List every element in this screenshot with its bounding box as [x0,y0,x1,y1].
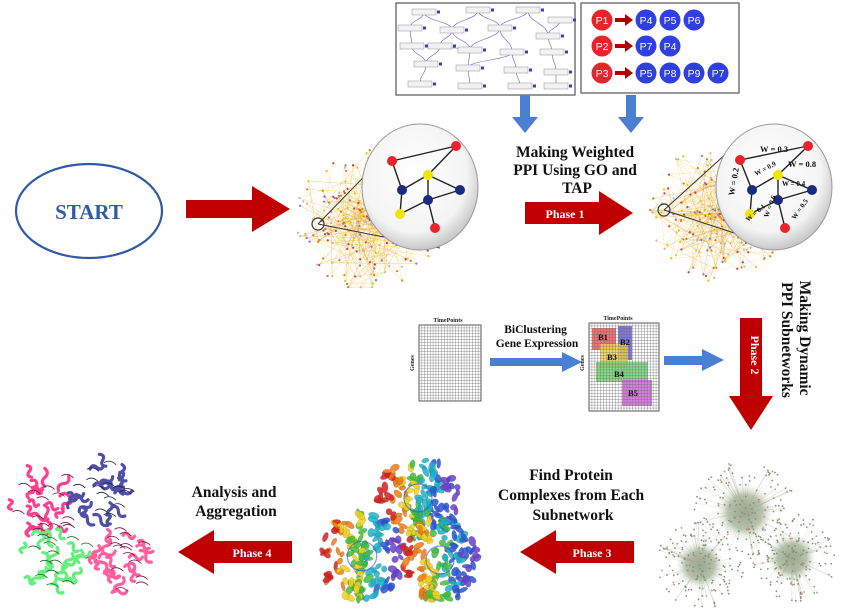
tap-bait-node: P3 [591,62,613,84]
phase-4-arrow: Phase 4 [178,530,292,574]
subnetwork [658,521,744,608]
matrix-to-phase2-arrow [664,349,724,371]
matrix-top-label: TimePoints [433,318,463,324]
svg-text:P9: P9 [688,68,701,80]
protein-structure [65,452,135,528]
tap-bait-node: P1 [591,9,613,31]
go-down-arrow [512,95,538,133]
weight-label: W = 0.4 [782,180,806,188]
biclustering-label: BiClustering Gene Expression [496,324,579,350]
weight-label: W = 0.3 [760,144,788,154]
protein-structure [87,527,155,596]
tap-prey-node: P5 [659,9,681,31]
phase-3-label: Phase 3 [573,546,612,560]
tap-link-arrow [615,44,626,48]
find-complexes-label: Find Protein Complexes from Each Subnetw… [498,467,648,524]
matrix-side-label: Genes [410,355,416,371]
svg-text:P4: P4 [640,15,653,27]
phase-1-label: Phase 1 [546,207,585,221]
biclustering-step: BiClustering Gene Expression [490,324,582,372]
start-to-network-arrow [186,186,290,232]
weighted-ppi-label: Making Weighted PPI Using GO and TAP [513,144,640,197]
biclustered-matrix: TimePoints Genes B1 B2 B3 B4 B5 [580,316,660,412]
subnetwork [693,463,794,564]
tap-link-arrow [615,71,626,75]
svg-text:P7: P7 [640,41,653,53]
ppi-zoom-lens [361,123,479,251]
analysis-step: Analysis and Aggregation Phase 4 [178,484,292,574]
phase-1-arrow: Phase 1 [525,191,633,235]
start-node: START [14,162,164,260]
svg-text:P1: P1 [596,15,609,27]
matrix-side-label: Genes [580,355,586,371]
phase-4-label: Phase 4 [233,546,272,560]
svg-text:P2: P2 [596,41,609,53]
tap-link-arrow [615,18,626,22]
svg-text:P4: P4 [664,41,677,53]
weighted-ppi-network: W = 0.3 W = 0.8 W = 0.2 W = 0.9 W = 0.4 … [649,123,833,282]
bicluster-label: B4 [614,369,625,379]
weighted-zoom-lens: W = 0.3 W = 0.8 W = 0.2 W = 0.9 W = 0.4 … [715,123,833,251]
weighted-ppi-step: Making Weighted PPI Using GO and TAP Pha… [513,144,640,235]
tap-bait-node: P2 [591,35,613,57]
protein-complexes [319,457,482,604]
protein-complex [319,508,407,604]
protein-complex [373,457,461,542]
tap-prey-node: P9 [683,62,705,84]
svg-text:P8: P8 [664,68,677,80]
dynamic-subnetworks [658,463,836,608]
svg-text:P7: P7 [712,68,725,80]
start-label: START [55,200,123,224]
tap-prey-node: P8 [659,62,681,84]
bicluster-label: B5 [628,388,638,398]
svg-text:P5: P5 [640,68,653,80]
protein-structure [6,464,80,539]
aggregated-proteins [6,452,155,596]
analysis-label: Analysis and Aggregation [192,484,281,520]
svg-text:P6: P6 [688,15,701,27]
svg-text:P5: P5 [664,15,677,27]
phase-2-arrow: Phase 2 [729,318,773,430]
gene-expression-matrix: TimePoints Genes [410,318,482,402]
bicluster-label: B2 [620,337,630,347]
go-tree-panel [395,2,576,96]
bicluster-label: B3 [607,352,617,362]
protein-complex [400,515,482,603]
tap-prey-node: P6 [683,9,705,31]
weight-label: W = 0.2 [726,167,741,196]
ppi-network [296,123,479,289]
dynamic-ppi-label: Making Dynamic PPI Subnetworks [778,281,813,400]
tap-prey-node: P4 [635,9,657,31]
tap-prey-node: P4 [659,35,681,57]
svg-text:P3: P3 [596,68,609,80]
tap-prey-node: P7 [635,35,657,57]
phase-2-label: Phase 2 [748,336,762,375]
weight-label: W = 0.8 [788,159,816,169]
phase-3-arrow: Phase 3 [520,530,634,574]
matrix-top-label: TimePoints [603,316,633,322]
subnetwork [747,513,836,602]
tap-prey-node: P7 [707,62,729,84]
biclustering-arrow [490,352,582,372]
protein-structure [18,527,99,595]
find-complexes-step: Find Protein Complexes from Each Subnetw… [498,467,648,574]
tap-down-arrow [618,95,644,133]
tap-prey-node: P5 [635,62,657,84]
bicluster-label: B1 [598,332,608,342]
